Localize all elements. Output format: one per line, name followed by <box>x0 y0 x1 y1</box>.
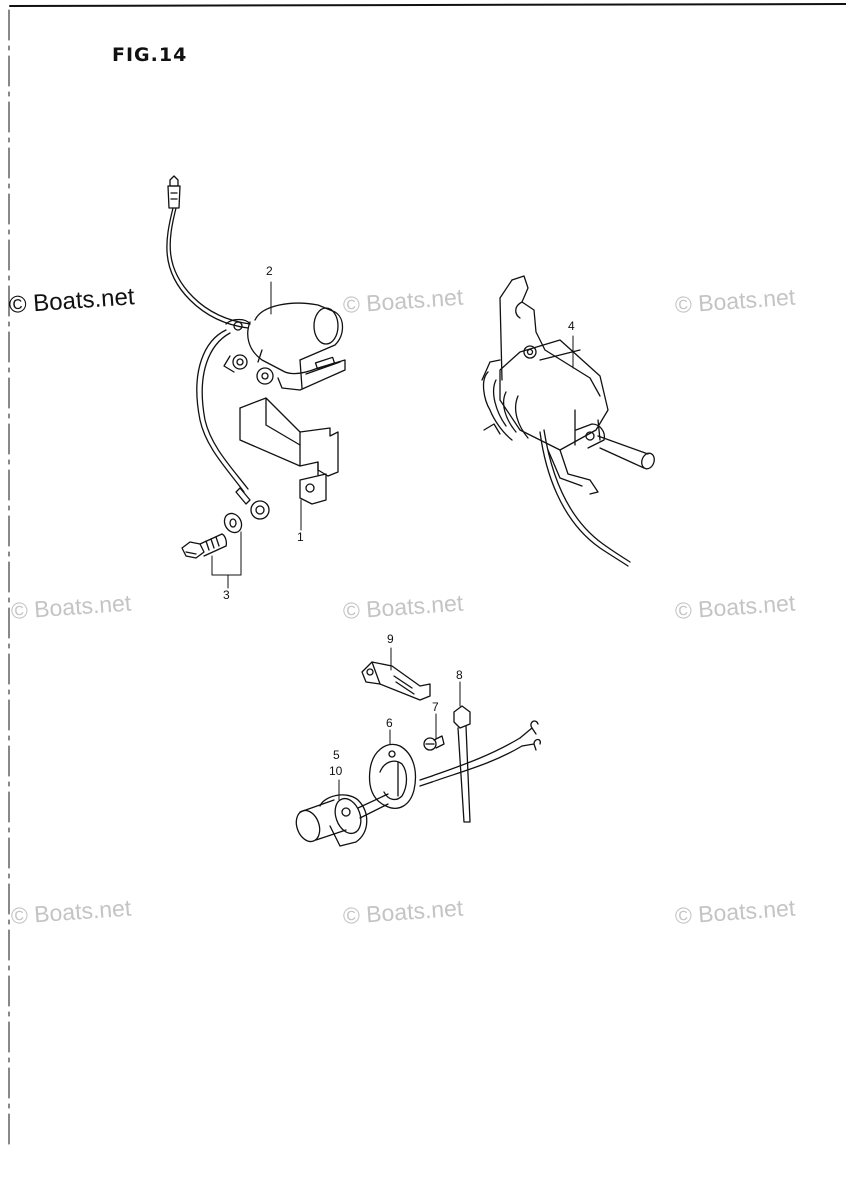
coil-bracket <box>239 397 339 505</box>
bolt-and-washer <box>181 512 243 559</box>
clamp-plate <box>361 661 431 701</box>
solenoid-assembly <box>481 275 655 567</box>
figure-title: FIG.14 <box>112 44 188 66</box>
callout-8: 8 <box>456 668 463 682</box>
page-border <box>8 3 846 1151</box>
cable-tie <box>453 705 471 823</box>
switch-with-harness <box>295 720 541 847</box>
callout-6: 6 <box>386 716 393 730</box>
callout-7: 7 <box>432 700 439 714</box>
callout-1: 1 <box>297 530 304 544</box>
callout-3: 3 <box>223 588 230 602</box>
callout-2: 2 <box>266 264 273 278</box>
callout-10: 10 <box>329 764 343 778</box>
leader-lines <box>211 281 574 801</box>
ignition-coil-assembly <box>166 175 346 520</box>
callout-4: 4 <box>568 319 575 333</box>
callout-5: 5 <box>333 748 340 762</box>
callout-9: 9 <box>387 632 394 646</box>
screw <box>423 735 445 751</box>
